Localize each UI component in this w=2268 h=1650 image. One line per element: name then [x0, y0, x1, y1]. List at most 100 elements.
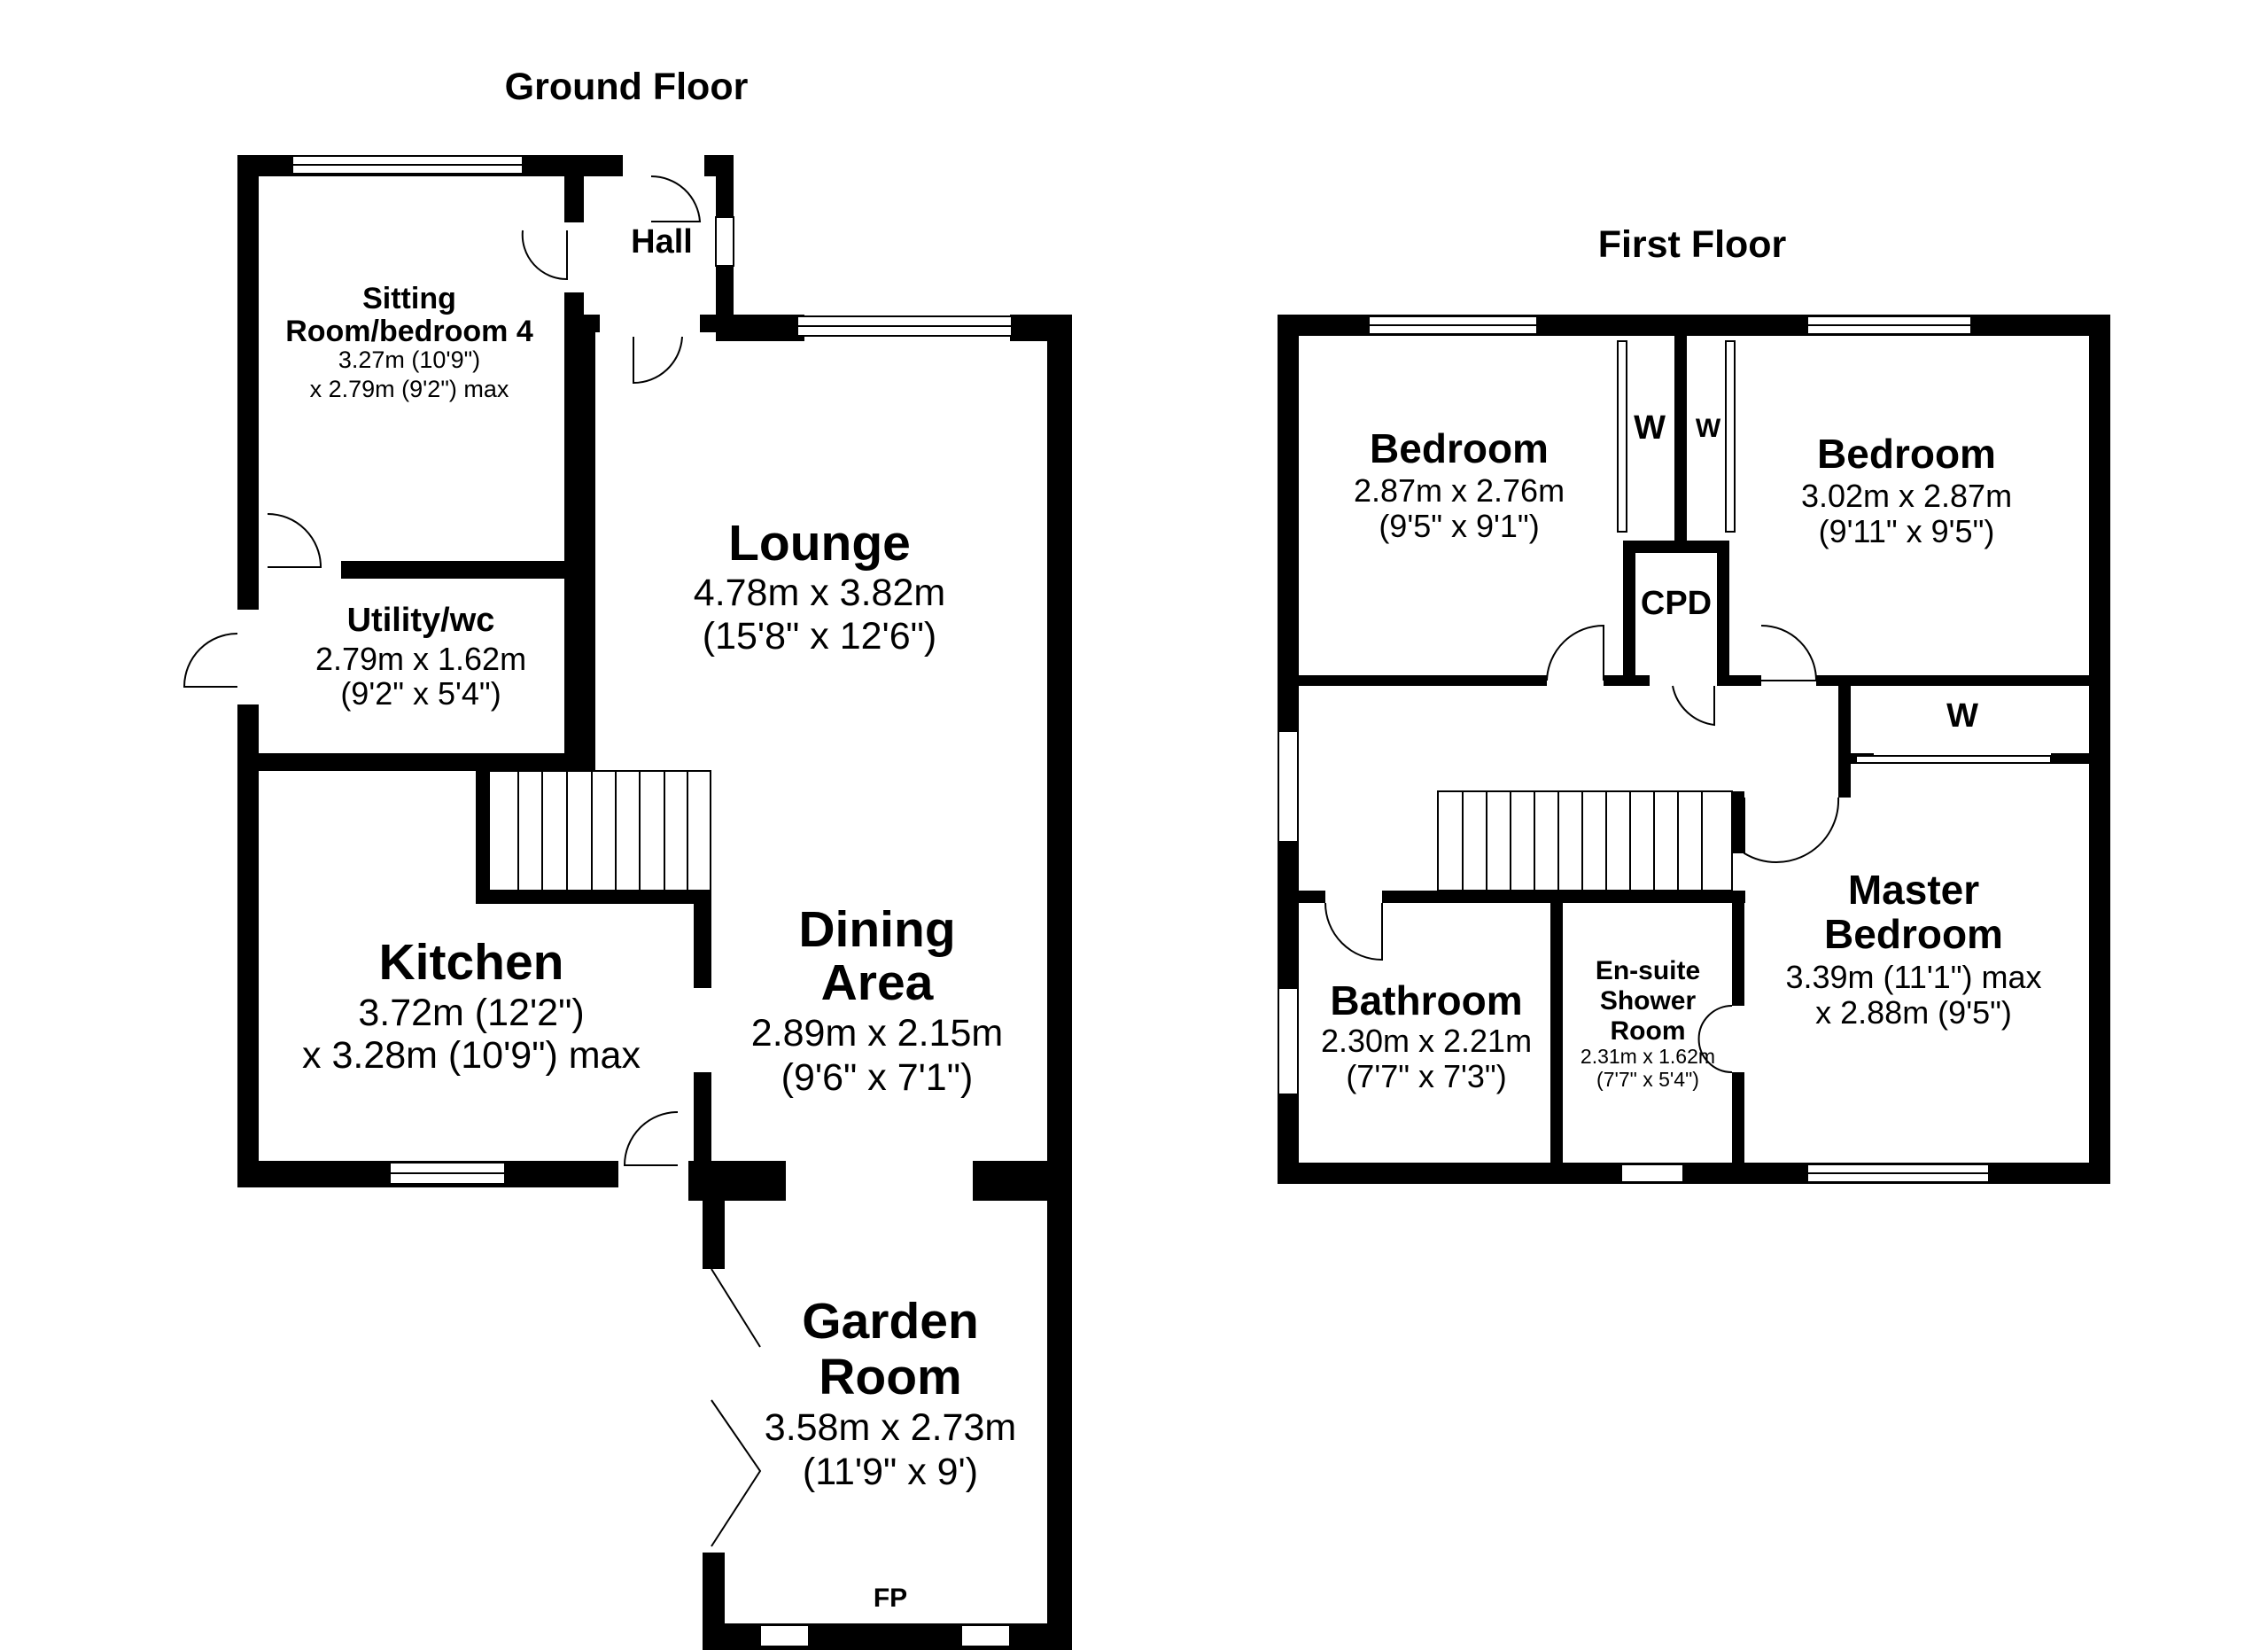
room-dimensions: x 2.79m (9'2") max [310, 376, 509, 402]
wall [1838, 753, 1851, 798]
wall [703, 1623, 1072, 1650]
wall [973, 1161, 1072, 1201]
wall [1299, 891, 1325, 903]
door-swing [183, 633, 238, 688]
room-lounge: Lounge 4.78m x 3.82m (15'8" x 12'6") [694, 515, 945, 658]
room-dimensions: (9'11" x 9'5") [1819, 513, 1995, 549]
window [1278, 730, 1299, 843]
room-name: Lounge [728, 515, 911, 572]
wall [1382, 891, 1745, 903]
wall [341, 561, 564, 579]
ground-floor-stairs [488, 770, 711, 891]
wall [1717, 541, 1729, 686]
room-dimensions: (9'6" x 7'1") [781, 1056, 974, 1099]
room-name: Utility/wc [347, 602, 495, 639]
staircase [488, 770, 711, 891]
room-name: Room/bedroom 4 [285, 315, 533, 348]
door-swing [1324, 902, 1383, 961]
door-swing [623, 1111, 679, 1166]
wall [564, 176, 584, 222]
wardrobe-doors [1617, 340, 1627, 533]
first-floor-stairs [1437, 790, 1733, 891]
room-name: Room [819, 1349, 961, 1405]
wall [476, 891, 711, 904]
room-dimensions: x 3.28m (10'9") max [302, 1034, 641, 1077]
room-name: Room [1611, 1016, 1686, 1046]
first-floor-windows [1278, 315, 2052, 1183]
wall [476, 771, 489, 904]
wall [1623, 541, 1635, 686]
wall [1674, 336, 1687, 553]
room-dining-area: Dining Area 2.89m x 2.15m (9'6" x 7'1") [751, 901, 1003, 1099]
door-swing [521, 230, 568, 281]
door-swing [1744, 797, 1840, 863]
room-bedroom-right: Bedroom 3.02m x 2.87m (9'11" x 9'5") [1801, 431, 2012, 549]
cupboard-label: CPD [1641, 585, 1712, 622]
room-master-bedroom: Master Bedroom 3.39m (11'1") max x 2.88m… [1785, 867, 2041, 1031]
wardrobe-label: W [1634, 409, 1666, 447]
room-dimensions: (11'9" x 9') [803, 1451, 978, 1493]
room-name: Bedroom [1370, 425, 1549, 471]
ground-floor-title: Ground Floor [505, 66, 749, 108]
room-ensuite-shower: En-suite Shower Room 2.31m x 1.62m (7'7"… [1581, 956, 1715, 1091]
room-garden-room: Garden Room 3.58m x 2.73m (11'9" x 9') [765, 1293, 1016, 1493]
door-swing [650, 175, 702, 222]
door-swing [267, 513, 322, 568]
wardrobe-label: W [1696, 414, 1721, 443]
wall [1732, 891, 1744, 1006]
wall [694, 1072, 711, 1170]
room-dimensions: 4.78m x 3.82m [694, 572, 945, 614]
wall [694, 891, 711, 988]
wall [1299, 675, 1547, 686]
room-dimensions: (9'2" x 5'4") [340, 675, 501, 712]
wall [1816, 675, 2100, 686]
ground-floor-windows [291, 155, 1013, 1647]
room-name: Bedroom [1817, 431, 1996, 477]
ground-floor-doors [183, 175, 762, 1547]
wall [1732, 1072, 1744, 1183]
wall [1732, 791, 1744, 853]
room-dimensions: 2.30m x 2.21m [1321, 1023, 1532, 1059]
room-name: En-suite [1596, 956, 1700, 985]
room-name: Bathroom [1330, 977, 1522, 1023]
wall [1047, 315, 1072, 1650]
room-dimensions: (7'7" x 5'4") [1596, 1068, 1699, 1091]
ground-floor-plan: Ground Floor [183, 66, 1072, 1650]
room-name: Garden [802, 1293, 979, 1350]
window [715, 216, 734, 267]
room-dimensions: (9'5" x 9'1") [1379, 508, 1539, 544]
staircase [1437, 790, 1733, 891]
room-dimensions: 2.89m x 2.15m [751, 1012, 1003, 1055]
wall [716, 155, 734, 217]
window [1278, 987, 1299, 1095]
room-dimensions: 3.58m x 2.73m [765, 1406, 1016, 1449]
room-name: Area [821, 954, 935, 1011]
room-name: Sitting [362, 282, 456, 315]
wall [716, 257, 734, 332]
room-dimensions: 2.79m x 1.62m [315, 641, 526, 677]
wall [1278, 842, 1299, 988]
wall [237, 704, 259, 1187]
ground-floor-labels: Sitting Room/bedroom 4 3.27m (10'9") x 2… [285, 223, 1016, 1613]
first-floor-labels: Bedroom 2.87m x 2.76m (9'5" x 9'1") Bedr… [1321, 409, 2042, 1094]
room-name: Kitchen [378, 934, 563, 991]
wall [237, 155, 259, 610]
first-floor-doors [1324, 624, 1840, 1073]
wall [237, 753, 595, 771]
room-name: Master [1848, 867, 1979, 913]
room-bedroom-left: Bedroom 2.87m x 2.76m (9'5" x 9'1") [1354, 425, 1565, 544]
first-floor-plan: First Floor [1278, 223, 2110, 1184]
door-swing [1546, 624, 1604, 681]
fireplace-label: FP [874, 1584, 907, 1613]
first-floor-title: First Floor [1598, 223, 1787, 266]
room-dimensions: 2.87m x 2.76m [1354, 472, 1565, 509]
window [1620, 1164, 1684, 1183]
room-dimensions: 3.27m (10'9") [338, 346, 480, 373]
room-kitchen: Kitchen 3.72m (12'2") x 3.28m (10'9") ma… [302, 934, 641, 1077]
wall [2089, 315, 2110, 1183]
door-swing [633, 336, 683, 385]
wardrobe-doors [1725, 340, 1736, 533]
wall [716, 315, 804, 341]
wardrobe-doors [1855, 755, 2052, 764]
